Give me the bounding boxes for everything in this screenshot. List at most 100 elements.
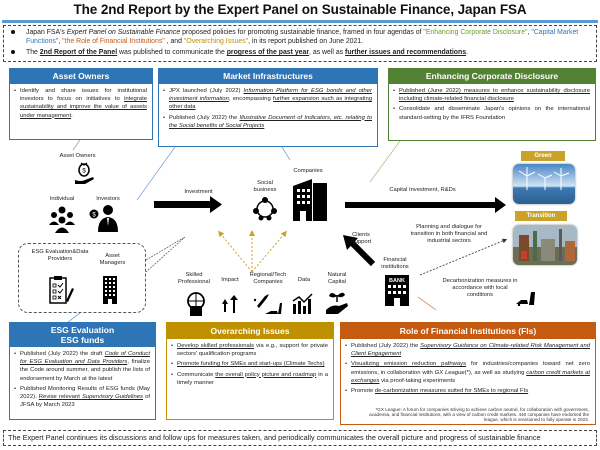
intro-text: Japan FSA's (26, 29, 67, 36)
corp-disclosure-bullet-1: Published (June 2022) measures to enhanc… (393, 87, 590, 103)
agenda-capital-market: "Capital Market Functions" (26, 29, 579, 45)
office-building-icon (103, 276, 117, 304)
corporate-disclosure-header: Enhancing Corporate Disclosure (389, 69, 595, 84)
intro-text: The (26, 49, 40, 56)
bullet-text: (*), as well as studying (464, 369, 527, 376)
bullet-text: via proof-taking experiments (379, 377, 456, 384)
investors-label: Investors (96, 196, 120, 202)
leader-line-companies (281, 146, 291, 161)
bullet-text: JPX launched (July 2022) (169, 88, 244, 94)
financial-institutions-header: Role of Financial Institutions (FIs) (341, 323, 595, 339)
decarbonization-label: Decarbonization measures in accordance w… (442, 278, 518, 298)
bullet-emphasis: Develop skilled professionals (177, 343, 255, 349)
page-title: The 2nd Report by the Expert Panel on Su… (73, 2, 527, 17)
agenda-corporate-disclosure: "Enhancing Corporate Disclosure" (423, 29, 528, 36)
intro-text: , and (164, 38, 184, 45)
agenda-overarching: "Overarching Issues" (183, 38, 249, 45)
footer-note: The Expert Panel continues its discussio… (3, 430, 597, 446)
intro-text: , as well as (309, 49, 346, 56)
panel-name: Expert Panel on Sustainable Finance (66, 29, 181, 36)
capital-arrow-head (495, 197, 506, 213)
capital-investment-label: Capital Investment, R&Ds (389, 187, 456, 193)
social-business-label: Social business (253, 180, 277, 193)
fi-bullet-2: Visualizing emission reduction pathways … (345, 360, 590, 385)
esg-bullet-2: Published Monitoring Results of ESG fund… (14, 385, 150, 410)
intro-bullet-1: Japan FSA's Expert Panel on Sustainable … (11, 28, 590, 46)
intro-bullet-2: The 2nd Report of the Panel was publishe… (11, 48, 590, 57)
bullet-emphasis: Supervisory Guidance on Climate-related … (351, 343, 590, 358)
bullet-emphasis: Supervisory Guidelines (81, 394, 143, 401)
intro-box: Japan FSA's Expert Panel on Sustainable … (3, 25, 597, 62)
bullet-emphasis: Illustrative Document of Indicators, etc… (169, 114, 372, 129)
bank-building-icon: BANK (385, 275, 409, 306)
investment-label: Investment (184, 189, 213, 195)
asset-owners-box: Asset Owners Identify and share issues f… (9, 68, 153, 140)
financial-institutions-box: Role of Financial Institutions (FIs) Pub… (340, 322, 596, 425)
overarching-bullet-1: Develop skilled professionals via e.g., … (171, 342, 328, 358)
money-bag-hand-icon: $ (75, 162, 94, 184)
bank-sign: BANK (389, 278, 405, 284)
intro-text: proposed policies for promoting sustaina… (180, 29, 424, 36)
bullet-text: Published (July 2022) the draft (20, 351, 105, 357)
asset-managers-label: Asset Managers (99, 253, 126, 266)
title-divider (2, 20, 598, 23)
bullet-emphasis: Revise relevant (38, 394, 82, 401)
market-infrastructures-header: Market Infrastructures (159, 69, 377, 84)
skilled-professional-label: Skilled Professional (178, 272, 210, 285)
leader-line-esg (67, 312, 81, 323)
bullet-emphasis: further expansion such as integrating ot… (169, 96, 372, 111)
transition-tag: Transition (515, 211, 567, 221)
overarching-bullet-3: Communicate the overall policy picture a… (171, 371, 328, 387)
market-infra-bullet-1: JPX launched (July 2022) Information Pla… (163, 87, 373, 112)
providers-bubble (18, 243, 146, 313)
overarching-bullet-2: Promote funding for SMEs and start-ups (… (171, 360, 328, 368)
asset-owners-label: Asset Owners (59, 153, 96, 159)
investor-icon: $ (89, 205, 118, 232)
gold-arrow-right (251, 230, 287, 273)
bullet-emphasis: de-carbonization measures suited for SME… (374, 388, 529, 395)
data-label: Data (297, 277, 311, 283)
svg-text:$: $ (92, 213, 96, 219)
bullet-text: , finalize the Code around summer, and p… (20, 359, 150, 382)
esg-header: ESG Evaluation ESG funds (10, 323, 155, 347)
bullet-text: of JFSA by March 2023 (20, 394, 150, 409)
checklist-icon (49, 276, 74, 304)
leader-line-asset-owners (72, 139, 81, 151)
bullet-text: Published (July 2022) the (351, 343, 421, 349)
impact-arrows-icon (222, 295, 238, 313)
leader-line-disclosure (369, 140, 401, 183)
bullet-text: Promote (351, 388, 375, 395)
bullet-emphasis: Code of Conduct for ESG Evaluation and D… (20, 351, 150, 366)
tractor-icon (516, 292, 535, 306)
esg-box: ESG Evaluation ESG funds Published (July… (9, 322, 156, 420)
planning-label: Planning and dialogue for transition in … (410, 224, 488, 244)
svg-text:$: $ (82, 169, 86, 175)
capital-arrow-shaft (345, 202, 495, 208)
skilled-professional-icon (187, 292, 205, 316)
green-tag: Green (521, 151, 565, 161)
intro-text: , (58, 38, 63, 45)
investment-arrow-head (210, 196, 222, 213)
leader-line-fi (417, 296, 437, 311)
intro-emphasis: 2nd Report of the Panel (39, 49, 118, 56)
intro-text: , (527, 29, 532, 36)
regional-tech-label: Regional/Tech Companies (249, 272, 287, 285)
asset-owners-header: Asset Owners (10, 69, 152, 84)
individual-label: Individual (49, 196, 75, 202)
bullet-text: , encompassing (228, 96, 273, 103)
fi-bullet-3: Promote de-carbonization measures suited… (345, 387, 590, 395)
market-infrastructures-box: Market Infrastructures JPX launched (Jul… (158, 68, 378, 147)
gold-arrow-left (218, 230, 253, 273)
bullet-text: in a timely manner (177, 371, 328, 386)
natural-capital-label: Natural Capital (327, 272, 347, 285)
financial-institutions-label: Financial institutions (381, 257, 409, 270)
bullet-emphasis: Information Platform for ESG bonds and o… (169, 88, 373, 103)
overarching-issues-box: Overarching Issues Develop skilled profe… (166, 322, 334, 420)
bullet-text: Published (July 2022) the (169, 114, 240, 121)
bullet-emphasis: the overall policy picture and roadmap (215, 371, 317, 378)
intro-emphasis: progress of the past year (226, 49, 310, 56)
bullet-emphasis: integrate sustainability and improve the… (20, 96, 147, 119)
agenda-financial-institutions: "the Role of Financial Institutions" (62, 38, 165, 45)
esg-bullet-1: Published (July 2022) the draft Code of … (14, 350, 150, 383)
